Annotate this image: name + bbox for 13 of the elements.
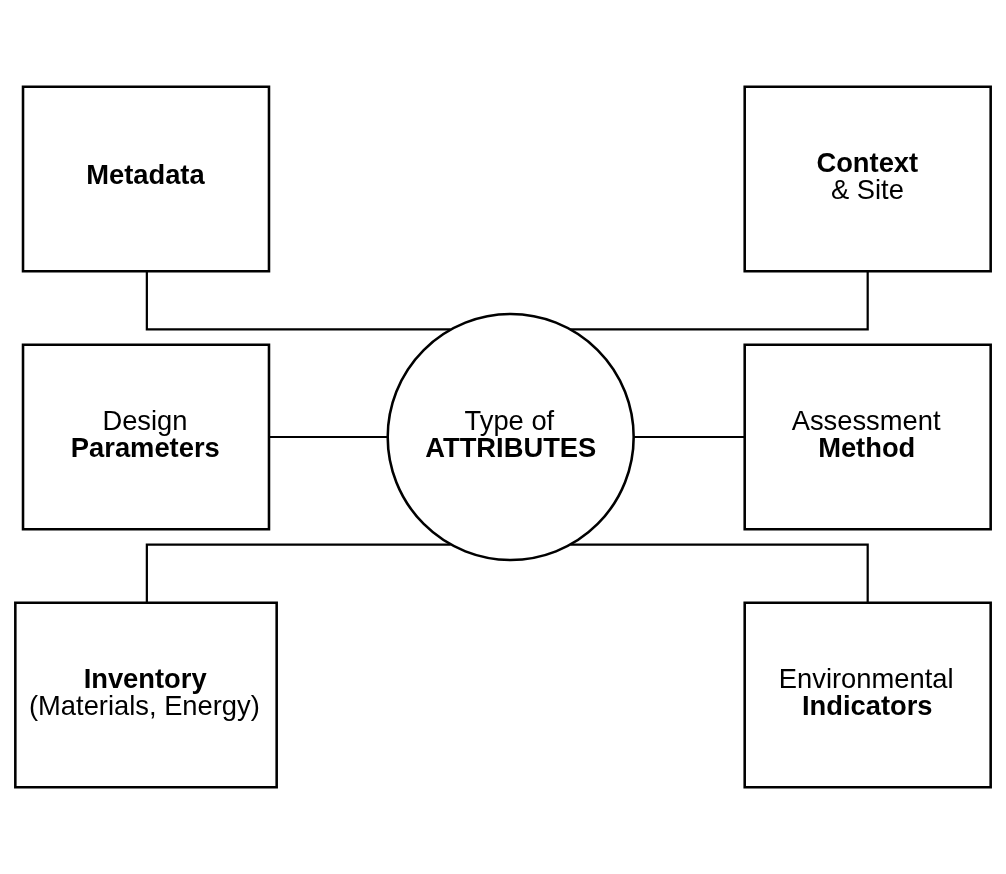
connector bbox=[145, 271, 451, 331]
node-box: Context & Site bbox=[743, 85, 992, 273]
node-box: Metadata bbox=[21, 85, 271, 273]
connector bbox=[570, 543, 869, 603]
node-circle: Type of ATTRIBUTES bbox=[386, 312, 635, 562]
node-box: Inventory (Materials, Energy) bbox=[14, 601, 278, 789]
node-box: Environmental Indicators bbox=[743, 601, 992, 789]
node-box: Assessment Method bbox=[743, 343, 992, 531]
connector bbox=[634, 435, 745, 439]
connector bbox=[269, 435, 388, 439]
connector bbox=[570, 271, 869, 331]
connector bbox=[145, 543, 451, 603]
node-box: Design Parameters bbox=[21, 343, 271, 531]
